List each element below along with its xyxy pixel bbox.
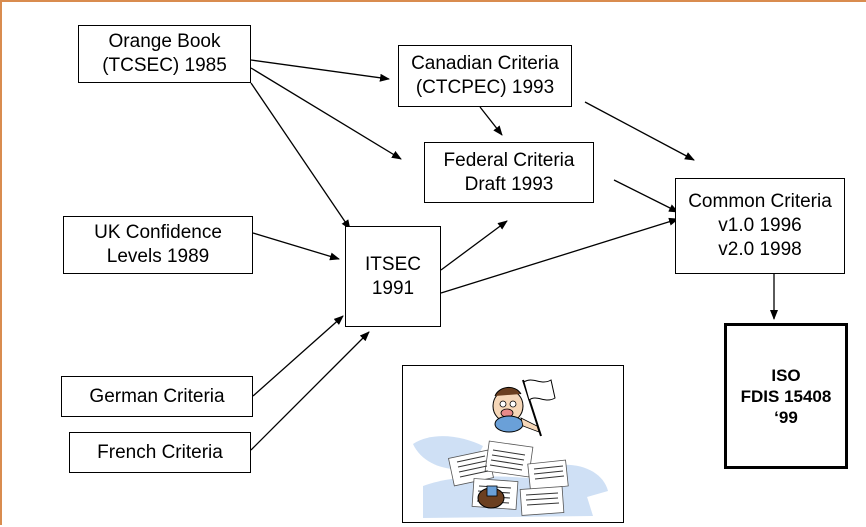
arrow-canadian-to-common <box>584 101 695 161</box>
node-common-line1: Common Criteria <box>688 191 832 212</box>
arrow-orange-book-to-itsec <box>250 82 351 230</box>
node-uk-confidence-levels: UK Confidence Levels 1989 <box>63 216 253 274</box>
arrow-itsec-to-federal <box>440 220 508 271</box>
arrow-federal-to-common <box>613 179 679 213</box>
node-iso-fdis-15408: ISO FDIS 15408 ‘99 <box>724 323 848 469</box>
arrow-orange-book-to-canadian <box>250 59 390 82</box>
node-uk-line2: Levels 1989 <box>106 246 210 267</box>
node-german-criteria: German Criteria <box>61 376 253 417</box>
node-iso-line2: FDIS 15408 <box>740 386 832 406</box>
node-common-line2: v1.0 1996 <box>718 215 802 236</box>
clipart-illustration <box>413 379 608 518</box>
node-uk-line1: UK Confidence <box>94 222 222 243</box>
arrow-canadian-to-federal <box>479 106 503 136</box>
arrow-french-to-itsec <box>250 331 370 451</box>
node-iso-line1: ISO <box>771 365 801 385</box>
arrow-orange-book-to-federal <box>250 67 402 160</box>
node-german-line1: German Criteria <box>89 385 225 407</box>
node-federal-line1: Federal Criteria <box>443 149 575 171</box>
node-canadian-line2: (CTCPEC) 1993 <box>415 77 555 98</box>
arrow-itsec-to-common <box>440 217 679 294</box>
node-orange-book: Orange Book (TCSEC) 1985 <box>78 25 251 83</box>
node-canadian-criteria: Canadian Criteria (CTCPEC) 1993 <box>398 45 572 107</box>
node-orange-book-line1: Orange Book <box>108 31 221 52</box>
node-common-line3: v2.0 1998 <box>718 239 802 260</box>
node-orange-book-line2: (TCSEC) 1985 <box>102 55 227 76</box>
node-common-criteria: Common Criteria v1.0 1996 v2.0 1998 <box>675 178 845 274</box>
node-canadian-line1: Canadian Criteria <box>411 53 559 74</box>
arrow-german-to-itsec <box>252 315 344 397</box>
node-itsec-line2: 1991 <box>371 277 415 299</box>
node-iso-line3: ‘99 <box>774 407 798 427</box>
arrow-uk-to-itsec <box>252 232 340 261</box>
node-french-criteria: French Criteria <box>69 432 251 473</box>
node-federal-line2: Draft 1993 <box>464 173 554 195</box>
clipart-surrender-flag-image <box>402 365 624 523</box>
node-itsec: ITSEC 1991 <box>345 226 441 327</box>
node-federal-criteria: Federal Criteria Draft 1993 <box>424 142 594 203</box>
node-french-line1: French Criteria <box>97 441 223 463</box>
node-itsec-line1: ITSEC <box>365 253 421 275</box>
